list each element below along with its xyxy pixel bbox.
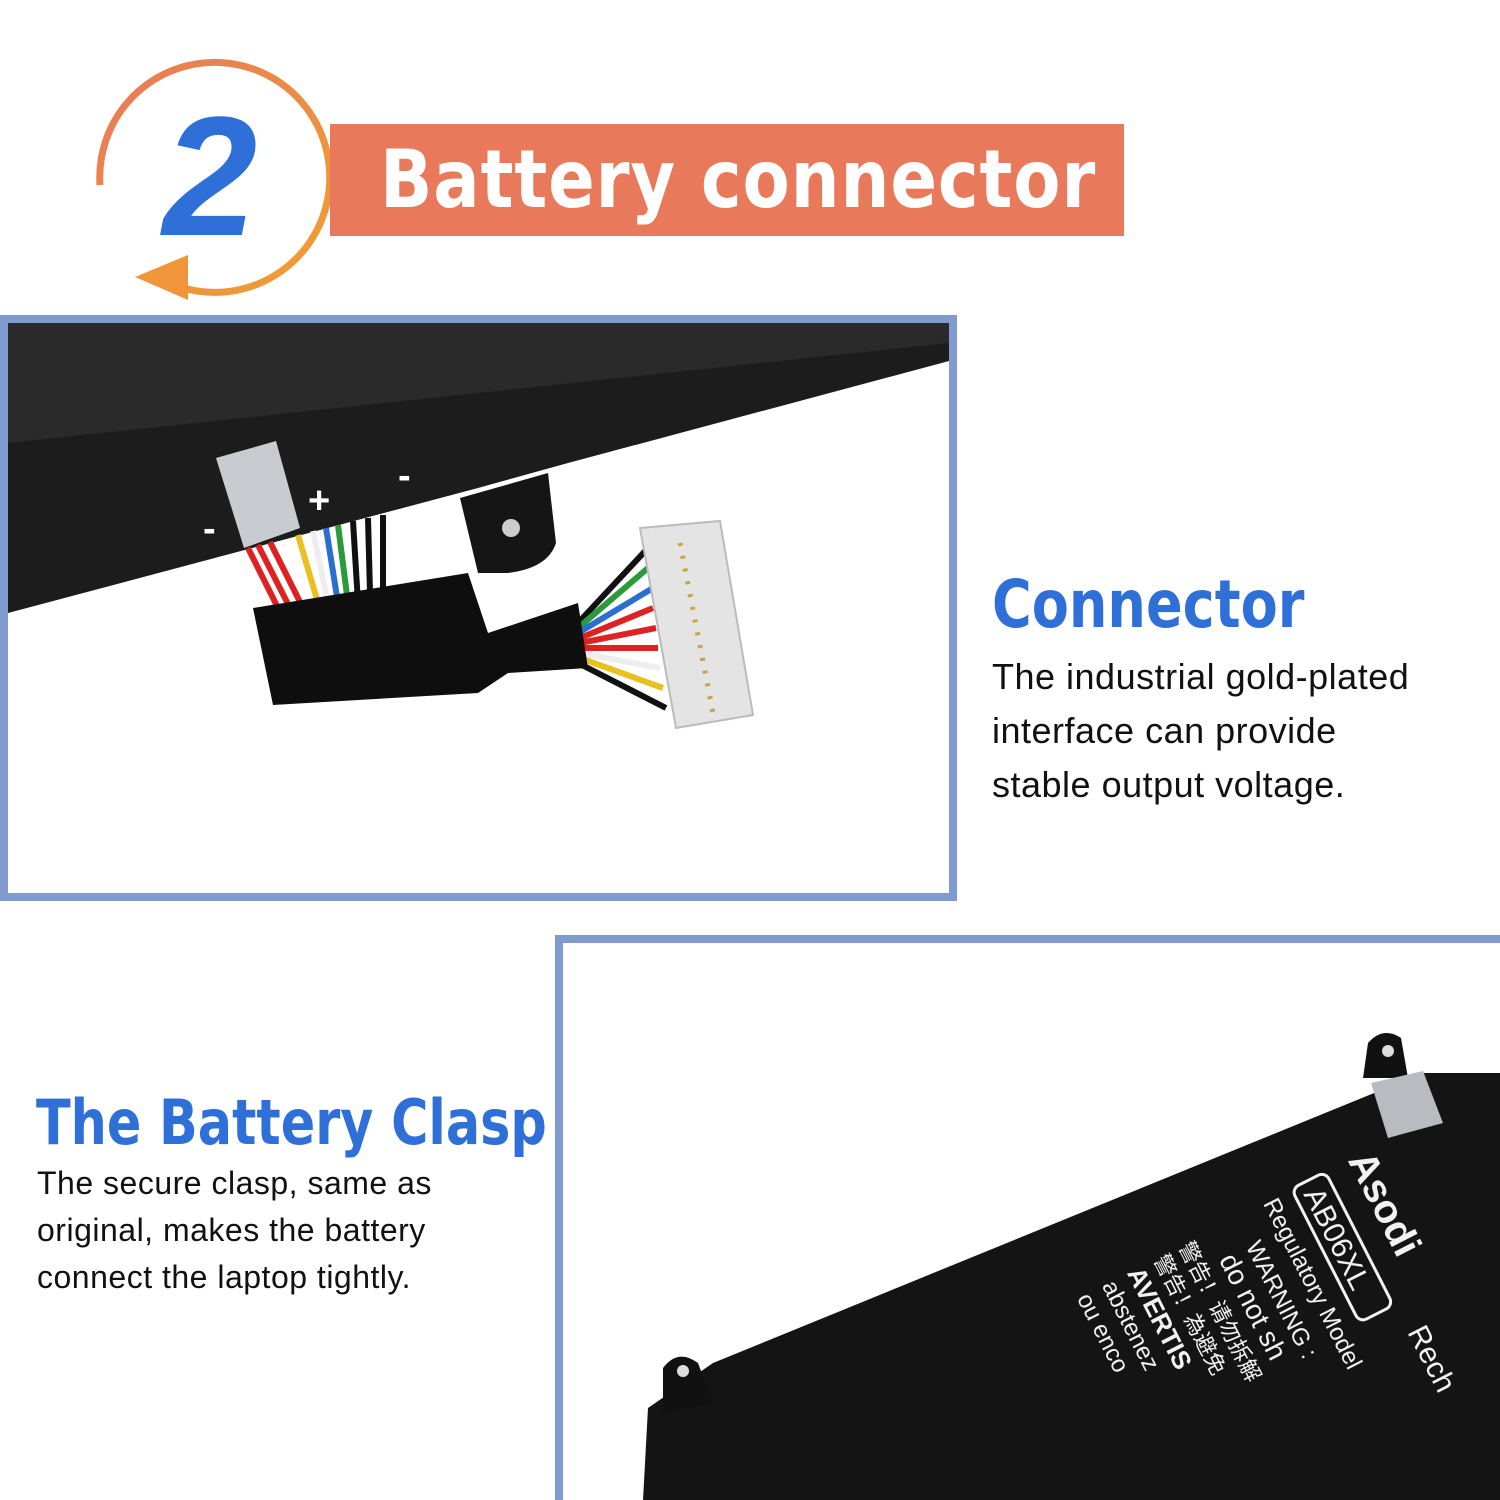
battery-body	[643, 1073, 1500, 1500]
minus-mark-left: -	[203, 508, 216, 550]
clasp-photo: Asodi AB06XL Rech Regulatory Model WARNI…	[643, 1033, 1500, 1500]
clasp-heading: The Battery Clasp	[36, 1086, 547, 1159]
description-line: The industrial gold-plated	[992, 656, 1410, 697]
step-number: 2	[160, 82, 258, 272]
arrow-head-icon	[135, 255, 188, 300]
clasp-tab-bottom	[663, 1356, 713, 1413]
tape-strip	[216, 441, 300, 548]
connector-photo-frame: + - -	[0, 315, 957, 901]
connector-plug	[638, 519, 755, 730]
description-line: The secure clasp, same as	[37, 1165, 432, 1201]
description-line: stable output voltage.	[992, 764, 1346, 805]
circular-arrow-icon	[96, 58, 334, 296]
description-line: connect the laptop tightly.	[37, 1259, 412, 1295]
connector-description: The industrial gold-plated interface can…	[992, 650, 1409, 812]
plus-mark: +	[308, 480, 330, 522]
connector-photo: + - -	[8, 323, 949, 730]
minus-mark-right: -	[398, 455, 411, 497]
step-badge: 2	[96, 58, 334, 300]
description-line: interface can provide	[992, 710, 1337, 751]
wires	[245, 515, 668, 711]
description-line: original, makes the battery	[37, 1212, 426, 1248]
cable-sleeve	[253, 573, 588, 705]
tape-strip	[1371, 1071, 1443, 1138]
page-title: Battery connector	[380, 133, 1097, 226]
connector-heading: Connector	[992, 566, 1305, 643]
clasp-photo-frame: Asodi AB06XL Rech Regulatory Model WARNI…	[555, 935, 1500, 1500]
clasp-description: The secure clasp, same as original, make…	[37, 1160, 432, 1301]
title-banner	[330, 124, 1124, 236]
